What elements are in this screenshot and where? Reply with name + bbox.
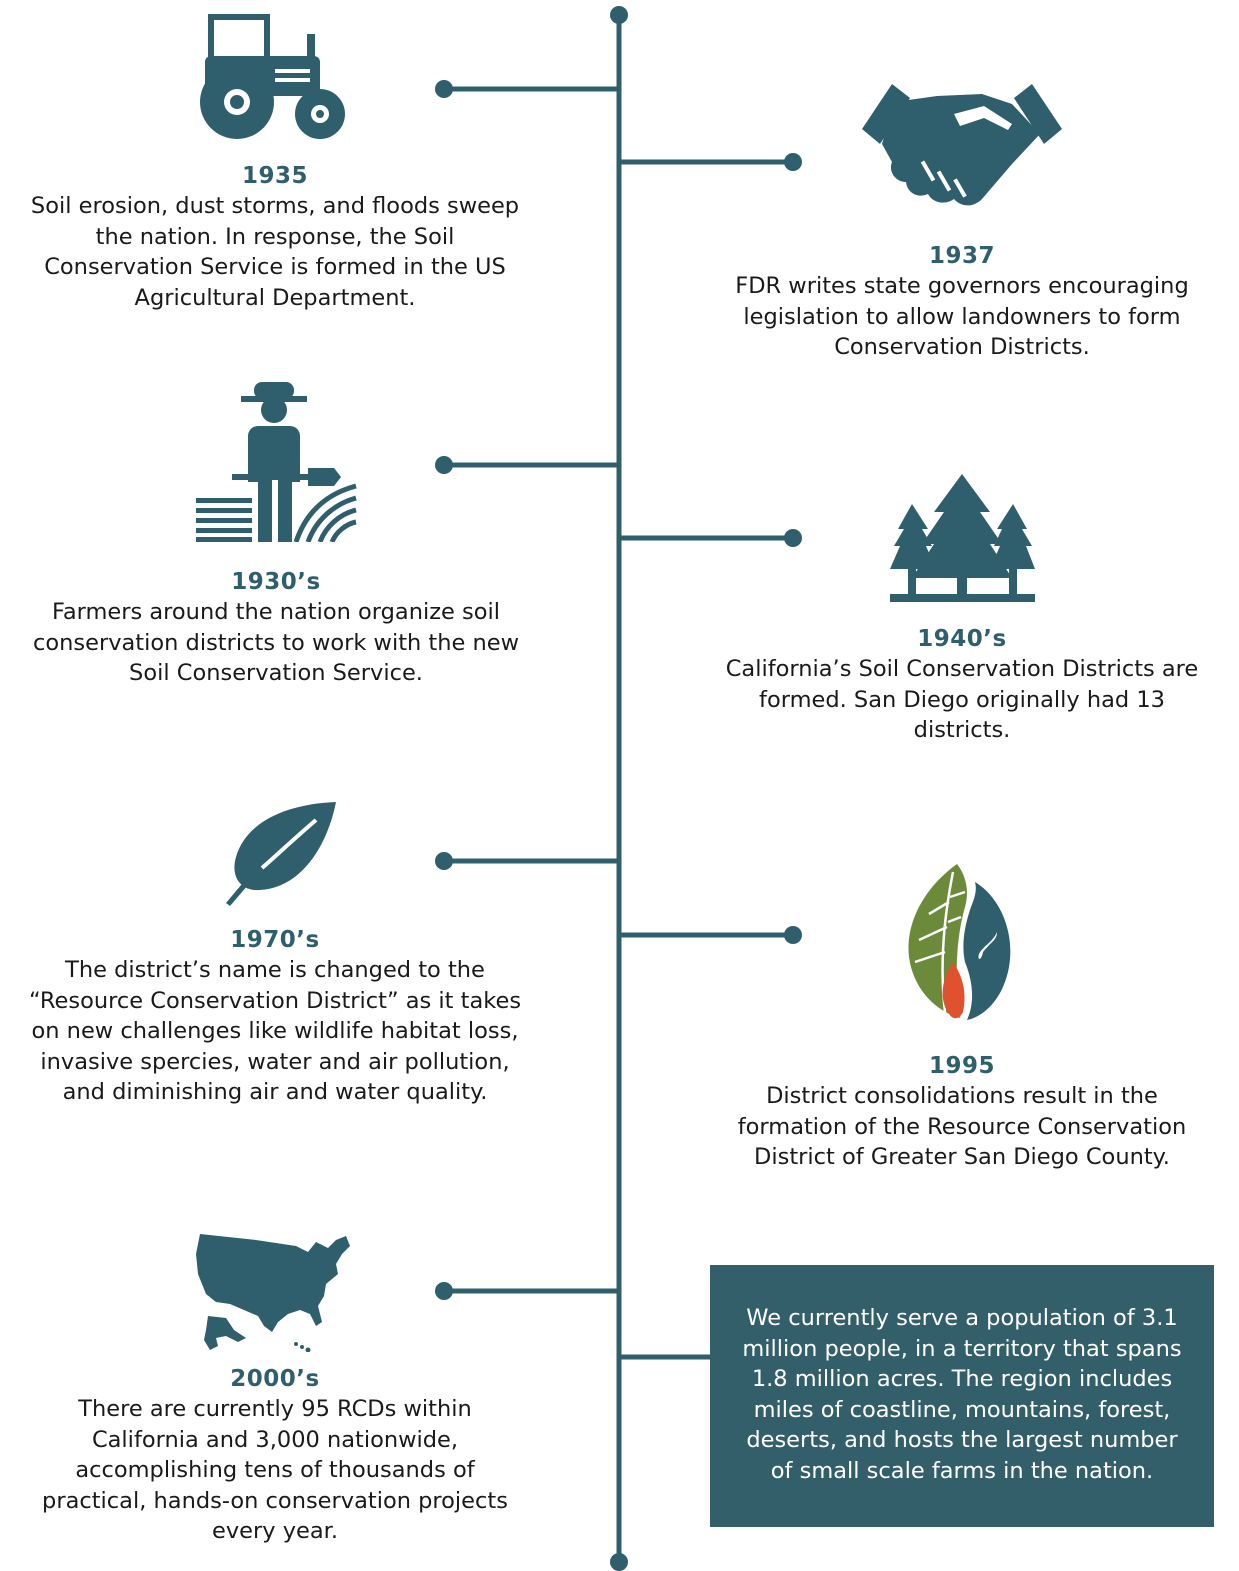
event-1937: 1937 FDR writes state governors encourag… [724,243,1200,363]
event-description: District consolidations result in the fo… [737,1083,1187,1170]
callout-text: We currently serve a population of 3.1 m… [742,1305,1182,1484]
event-1995: 1995 District consolidations result in t… [726,1053,1198,1173]
pine-trees-icon [890,474,1035,602]
tractor-icon [200,14,345,139]
event-year: 1970’s [230,927,320,953]
event-description: Soil erosion, dust storms, and floods sw… [30,193,520,311]
leaf-icon [226,802,336,906]
event-description: California’s Soil Conservation Districts… [725,656,1199,743]
event-1970s: 1970’s The district’s name is changed to… [20,927,530,1108]
event-year: 1937 [928,243,995,269]
event-1930s: 1930’s Farmers around the nation organiz… [26,569,526,689]
event-2000s: 2000’s There are currently 95 RCDs withi… [34,1366,516,1547]
us-map-icon [196,1234,350,1352]
event-1940s: 1940’s California’s Soil Conservation Di… [716,626,1208,746]
event-year: 1935 [241,163,308,189]
event-description: Farmers around the nation organize soil … [32,599,520,686]
event-description: There are currently 95 RCDs within Calif… [42,1396,508,1544]
handshake-icon [862,84,1062,206]
event-description: FDR writes state governors encouraging l… [735,273,1189,360]
event-year: 1995 [928,1053,995,1079]
event-year: 2000’s [230,1366,320,1392]
farmer-icon [196,382,357,542]
event-1935: 1935 Soil erosion, dust storms, and floo… [20,163,530,313]
event-year: 1930’s [231,569,321,595]
event-description: The district’s name is changed to the “R… [28,957,522,1105]
rcd-logo-icon [908,864,1011,1020]
summary-callout: We currently serve a population of 3.1 m… [710,1265,1214,1527]
event-year: 1940’s [917,626,1007,652]
